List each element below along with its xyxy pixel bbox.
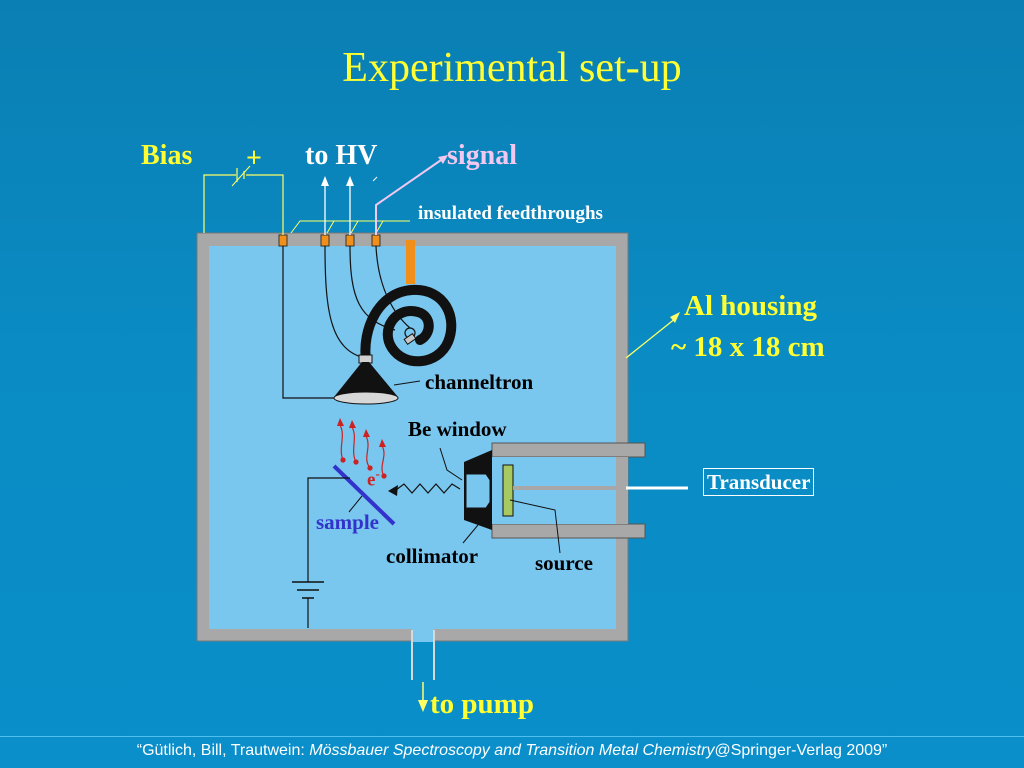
al-housing-label: Al housing	[684, 290, 817, 322]
tube-top-wall	[491, 442, 646, 458]
orange-feedthrough-rod	[406, 240, 415, 284]
feedthrough-4	[371, 234, 381, 247]
channeltron	[333, 284, 457, 405]
bias-plus-label: +	[246, 143, 262, 174]
sample-plate	[332, 464, 396, 526]
gamma-ray	[388, 483, 461, 496]
feedthrough-3	[345, 234, 355, 247]
signal-arrowhead	[438, 155, 448, 164]
hv-wire-1	[324, 245, 366, 359]
source-plate	[502, 464, 514, 517]
sample-pointer	[348, 495, 363, 513]
pump-arrow	[418, 682, 428, 712]
gamma-arrowhead	[388, 485, 398, 496]
signal-label: signal	[447, 140, 518, 171]
citation-book: Mössbauer Spectroscopy and Transition Me…	[309, 742, 715, 759]
housing-arrowhead	[670, 312, 680, 323]
feedthrough-pointer	[290, 220, 410, 234]
pump-arrowhead	[418, 700, 428, 712]
electron-arrow-2	[351, 426, 357, 463]
channeltron-spiral	[360, 284, 457, 367]
electron-label: e-	[367, 466, 380, 491]
source-label: source	[535, 551, 593, 575]
electron-symbol: e	[367, 469, 376, 491]
channeltron-neck	[358, 354, 373, 364]
hv-arrows	[321, 176, 378, 235]
channeltron-pointer	[393, 380, 421, 386]
feedthrough-pointer-4	[375, 220, 384, 234]
citation-footer: “Gütlich, Bill, Trautwein: Mössbauer Spe…	[0, 742, 1024, 760]
housing-pointer	[625, 312, 680, 359]
be-window	[465, 473, 491, 509]
feedthrough-1	[278, 234, 288, 247]
hv-arrowhead-2	[346, 176, 354, 186]
bias-circuit	[203, 165, 284, 235]
electron-arrows	[337, 418, 387, 479]
feedthrough-2	[320, 234, 330, 247]
tube-bottom-wall	[491, 523, 646, 539]
channeltron-label: channeltron	[425, 370, 534, 394]
bias-wire-right	[246, 174, 284, 235]
bias-label: Bias	[141, 140, 193, 171]
feedthrough-pointer-3	[350, 220, 359, 234]
chamber	[196, 232, 629, 680]
bias-inner-wire	[282, 246, 340, 399]
be-window-pointer	[439, 447, 463, 481]
signal-line	[375, 155, 448, 235]
feedthrough-pointer-2	[326, 220, 335, 234]
electron-charge: -	[375, 466, 380, 481]
transducer-label: Transducer	[703, 468, 815, 496]
bias-wire	[203, 174, 236, 233]
tube-interior	[492, 457, 626, 524]
citation-authors: “Gütlich, Bill, Trautwein:	[136, 742, 310, 759]
slide-title: Experimental set-up	[342, 45, 682, 91]
transducer-box: Transducer	[703, 468, 815, 496]
citation-publisher: @Springer-Verlag 2009”	[714, 742, 888, 759]
be-window-label: Be window	[408, 417, 507, 441]
channeltron-cone	[334, 362, 398, 397]
to-pump-label: to pump	[430, 688, 534, 720]
collimator-label: collimator	[386, 544, 479, 568]
housing-size-label: ~ 18 x 18 cm	[671, 331, 825, 363]
feedthroughs	[278, 220, 410, 247]
ground-wire	[307, 477, 350, 582]
hv-arrowhead-1	[321, 176, 329, 186]
electron-arrow-3	[365, 435, 371, 469]
collimator-pointer	[462, 524, 479, 544]
insulated-feedthroughs-label: insulated feedthroughs	[418, 203, 603, 224]
source-assembly	[439, 442, 688, 554]
sample-assembly	[292, 464, 396, 628]
electron-arrow-4	[381, 445, 385, 477]
footer-divider	[0, 736, 1024, 737]
channeltron-mouth	[333, 391, 399, 405]
pump-port	[412, 628, 434, 642]
hv-tick	[372, 176, 378, 182]
to-hv-label: to HV	[305, 140, 378, 171]
electron-arrow-1	[339, 424, 344, 461]
source-pointer	[509, 499, 561, 554]
battery-slash	[231, 165, 251, 187]
spiral-tip	[403, 332, 417, 346]
sample-label: sample	[316, 510, 379, 534]
